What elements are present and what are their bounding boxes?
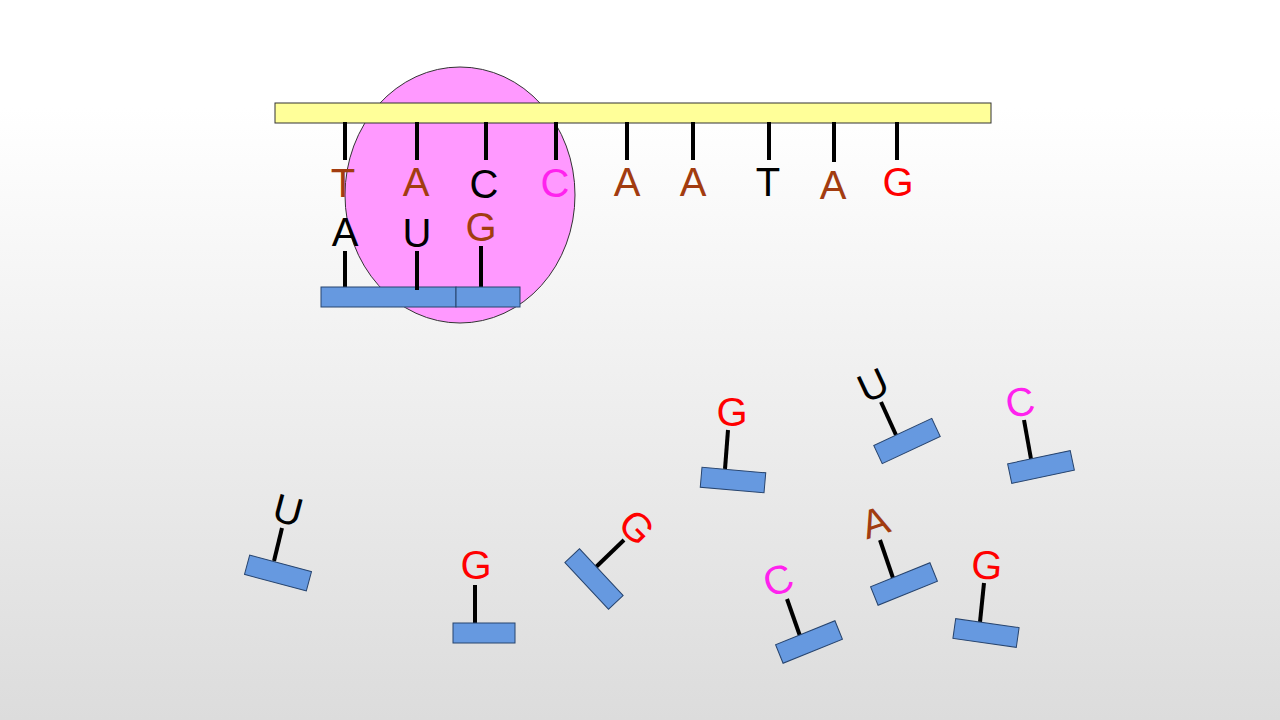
- sugar-backbone: [700, 467, 765, 493]
- base-stem: [787, 599, 800, 636]
- base-stem: [1024, 420, 1031, 459]
- paired-base: U: [403, 213, 432, 253]
- base-stem: [473, 585, 477, 624]
- base-stem: [725, 430, 728, 469]
- template-base: T: [331, 163, 355, 203]
- free-base: U: [851, 361, 894, 409]
- sugar-backbone: [565, 549, 623, 609]
- base-stem: [980, 583, 984, 622]
- base-stem: [554, 122, 558, 160]
- template-base: A: [403, 162, 430, 202]
- base-stem: [691, 122, 695, 160]
- strand-stems: [345, 122, 897, 162]
- free-base: U: [269, 487, 307, 533]
- sugar-backbone: [776, 621, 843, 664]
- base-stem: [415, 122, 419, 160]
- base-stem: [596, 540, 624, 567]
- template-base: G: [882, 162, 913, 202]
- sugar-backbone: [953, 619, 1019, 648]
- sugar-backbone: [874, 418, 940, 463]
- base-stem: [415, 270, 419, 290]
- free-base: G: [970, 544, 1004, 587]
- base-stem: [484, 122, 488, 160]
- template-base: C: [470, 164, 499, 204]
- strand-backbone: [275, 103, 991, 123]
- sugar-backbone: [245, 555, 312, 591]
- base-stem: [880, 540, 893, 578]
- template-base: T: [756, 162, 780, 202]
- free-base: G: [612, 502, 662, 552]
- paired-base: G: [465, 207, 496, 247]
- free-base: C: [758, 556, 799, 603]
- sugar-backbone: [1008, 451, 1075, 484]
- free-base: G: [716, 392, 747, 432]
- template-base: A: [820, 165, 847, 205]
- template-base: C: [541, 163, 570, 203]
- base-stem: [415, 251, 419, 290]
- base-stem: [881, 402, 896, 435]
- free-base: G: [460, 545, 491, 585]
- base-stem: [274, 528, 282, 561]
- base-stem: [479, 246, 483, 288]
- free-base: C: [1002, 380, 1037, 424]
- template-base: A: [614, 162, 641, 202]
- template-base: A: [680, 162, 707, 202]
- base-stem: [625, 122, 629, 160]
- base-stem: [895, 122, 899, 160]
- sugar-backbone: [456, 287, 520, 307]
- sugar-backbone: [321, 287, 456, 307]
- base-stem: [343, 122, 347, 160]
- base-stem: [832, 122, 836, 162]
- free-nucleotides: [245, 402, 1075, 663]
- base-stem: [343, 251, 347, 288]
- base-stem: [767, 122, 771, 160]
- sugar-backbone: [871, 563, 938, 606]
- paired-nucleotides: [321, 246, 520, 307]
- sugar-backbone: [453, 623, 515, 643]
- paired-base: A: [332, 212, 359, 252]
- free-base: A: [856, 499, 894, 545]
